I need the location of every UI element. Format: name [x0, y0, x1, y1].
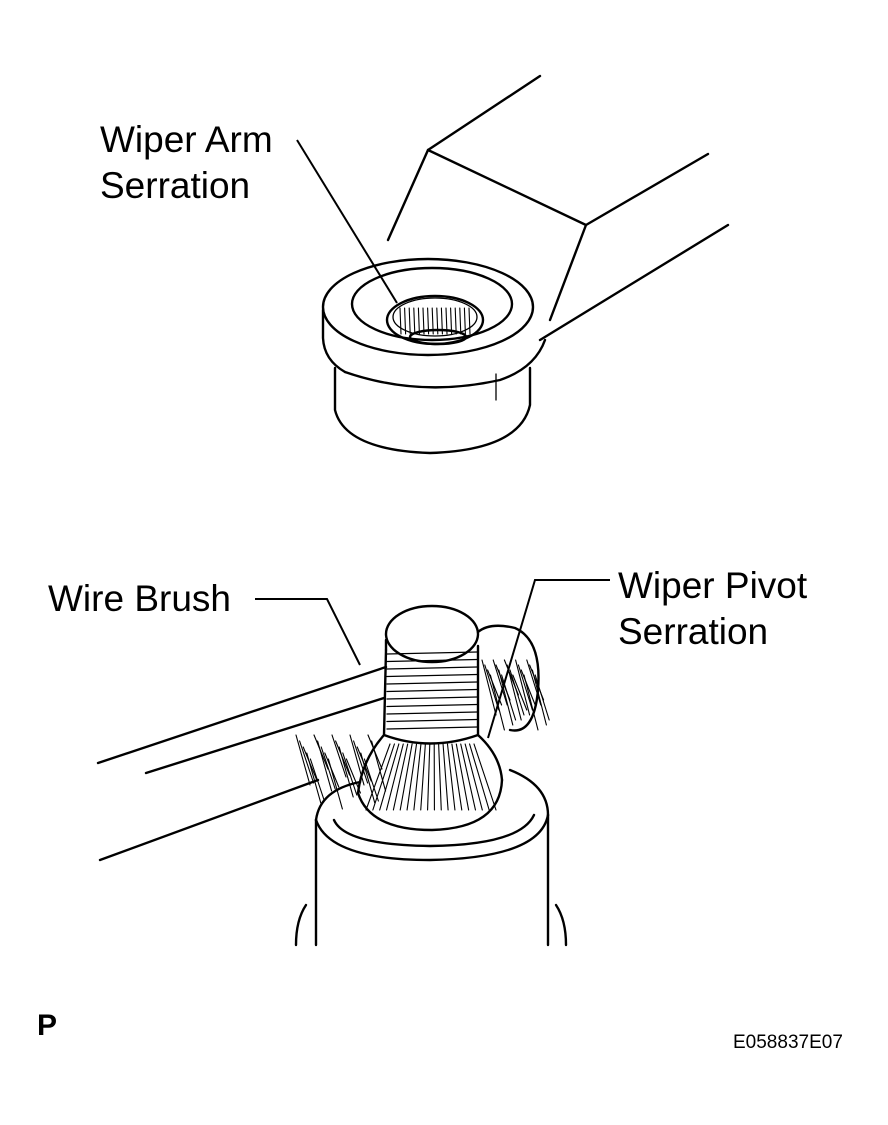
leader-pivot-serration	[487, 579, 610, 739]
wiper-pivot-serration-label: Wiper Pivot Serration	[618, 563, 807, 655]
figure-code: E058837E07	[733, 1032, 843, 1053]
wiper-arm-serration-label: Wiper Arm Serration	[100, 117, 273, 209]
wiper-pivot-serration-line-1: Wiper Pivot	[618, 565, 808, 606]
arm-serration-hole	[385, 294, 485, 346]
wiper-arm-drawing	[321, 74, 730, 455]
wiper-pivot-drawing	[294, 604, 568, 947]
wiper-pivot-serration-line-2: Serration	[618, 611, 769, 652]
wiper-arm-serration-line-2: Serration	[100, 165, 251, 206]
wire-brush-drawing	[96, 624, 550, 862]
wire-brush-label: Wire Brush	[48, 578, 231, 619]
corner-mark: P	[37, 1009, 58, 1042]
leader-arm-serration	[296, 139, 398, 304]
wiper-arm-serration-line-1: Wiper Arm	[100, 119, 273, 160]
leader-wire-brush	[255, 598, 361, 666]
pivot-serration	[356, 604, 504, 832]
